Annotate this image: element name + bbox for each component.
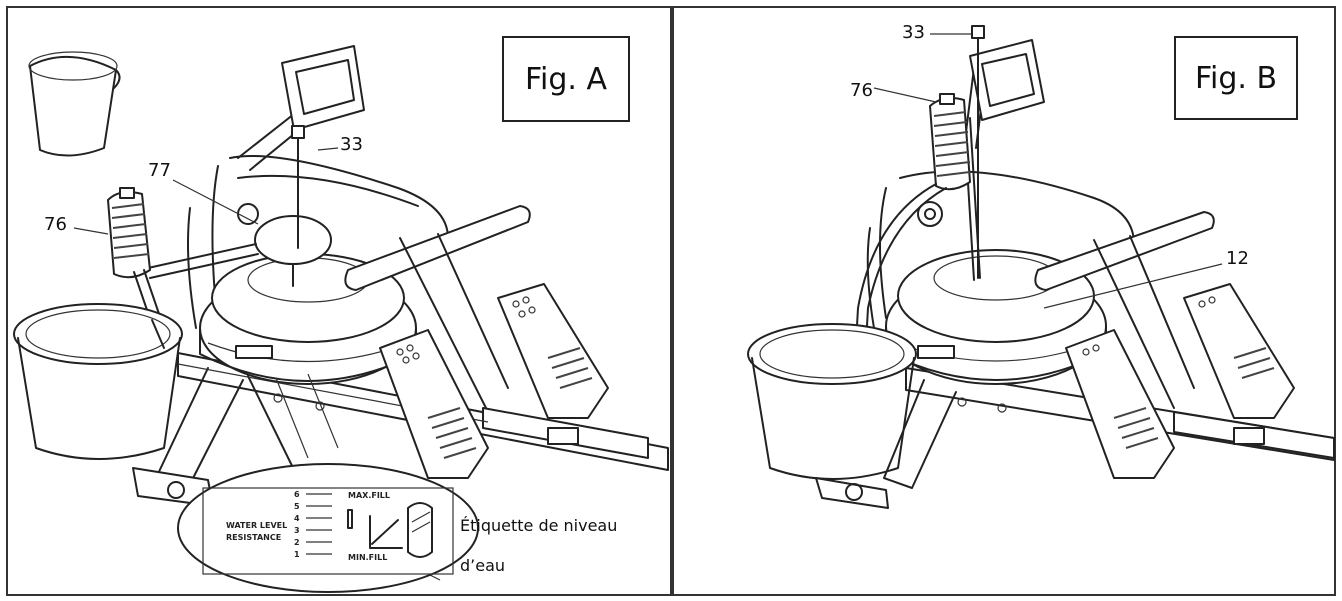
figure-b-drawing	[747, 25, 1335, 509]
callout-76-a: 76	[44, 214, 67, 235]
footrest-right-illustration	[497, 283, 609, 419]
caption-water-level-line1: Étiquette de niveau	[460, 516, 618, 535]
level-3: 3	[294, 526, 300, 535]
handlebar-illustration-b	[1034, 211, 1215, 409]
footrest-left-illustration	[379, 329, 489, 479]
siphon-76-illustration-b	[853, 93, 981, 379]
figure-a-panel: WATER LEVEL RESISTANCE 6 5 4 3 2 1 MAX.F…	[6, 6, 672, 596]
min-fill-label: MIN.FILL	[348, 553, 387, 562]
water-level-label-detail: WATER LEVEL RESISTANCE 6 5 4 3 2 1 MAX.F…	[177, 463, 479, 593]
level-5: 5	[294, 502, 300, 511]
footrest-right-illustration-b	[1183, 283, 1295, 419]
figure-b-panel: Fig. B 33 76 12	[672, 6, 1336, 596]
bucket-illustration	[13, 303, 183, 460]
label-text-line1: WATER LEVEL	[226, 521, 287, 530]
footrest-left-illustration-b	[1065, 329, 1175, 479]
level-6: 6	[294, 490, 300, 499]
callout-12-b: 12	[1226, 248, 1249, 269]
level-1: 1	[294, 550, 300, 559]
level-2: 2	[294, 538, 300, 547]
leader-lines-a	[73, 125, 441, 581]
measuring-jug-illustration	[28, 51, 121, 157]
level-4: 4	[294, 514, 300, 523]
leader-lines-b	[873, 25, 1223, 309]
pump-77-illustration	[254, 215, 332, 287]
figure-b-title: Fig. B	[1174, 36, 1298, 120]
callout-77-a: 77	[148, 160, 171, 181]
callout-33-a: 33	[340, 134, 363, 155]
caption-water-level-line2: d’eau	[460, 556, 506, 575]
callout-33-b: 33	[902, 22, 925, 43]
figure-a-title: Fig. A	[502, 36, 630, 122]
water-tank-illustration	[199, 253, 417, 385]
label-text-line2: RESISTANCE	[226, 533, 281, 542]
bucket-illustration-b	[747, 323, 917, 480]
monitor-illustration-b	[963, 39, 1045, 149]
handlebar-illustration	[344, 205, 531, 409]
max-fill-label: MAX.FILL	[348, 491, 390, 500]
figure-a-drawing: WATER LEVEL RESISTANCE 6 5 4 3 2 1 MAX.F…	[13, 45, 669, 593]
callout-76-b: 76	[850, 80, 873, 101]
monitor-illustration	[237, 45, 365, 171]
